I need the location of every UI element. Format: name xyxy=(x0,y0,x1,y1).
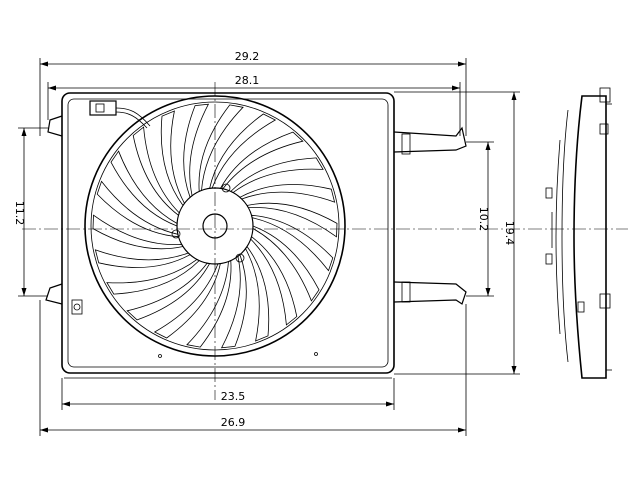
fan-blade xyxy=(252,225,320,302)
fan-blade xyxy=(239,184,336,203)
fan-blade xyxy=(186,260,232,348)
fan-blade xyxy=(160,110,185,207)
fan-blades xyxy=(92,103,338,349)
fan-blade xyxy=(110,150,178,227)
fan-blade xyxy=(198,104,244,192)
left-upper-tab xyxy=(47,115,63,137)
fan-blade xyxy=(132,126,180,216)
dim-bracket-height: 10.2 xyxy=(477,207,490,232)
fan-blade xyxy=(183,103,210,198)
fan-blade xyxy=(245,245,270,342)
side-shroud xyxy=(573,95,607,379)
fan-blade xyxy=(153,263,221,339)
fan-blade xyxy=(250,214,334,272)
dim-frame-width: 28.1 xyxy=(235,74,260,87)
dim-bottom-width: 23.5 xyxy=(221,390,246,403)
wire-harness xyxy=(115,107,151,127)
shroud-frame-outer xyxy=(61,92,395,374)
connector-plug xyxy=(89,100,117,116)
fan-blade xyxy=(230,157,324,194)
dim-left-height: 11.2 xyxy=(13,201,26,226)
left-lower-tab xyxy=(45,283,63,305)
side-view xyxy=(545,87,612,379)
fan-blade xyxy=(250,236,298,326)
fan-blade xyxy=(94,249,191,268)
right-upper-bracket xyxy=(393,126,467,153)
fan-blade xyxy=(219,131,304,190)
fan-blade xyxy=(92,214,184,250)
dim-overall-height: 19.4 xyxy=(503,221,516,246)
shroud-frame-inner xyxy=(67,98,389,368)
fan-blade xyxy=(220,254,247,349)
fan-blade xyxy=(209,113,277,189)
right-lower-bracket xyxy=(393,281,467,305)
fan-blade xyxy=(126,262,211,321)
fan-blade xyxy=(96,180,180,238)
fan-blade xyxy=(246,202,338,238)
dim-overall-width: 29.2 xyxy=(235,50,260,63)
dimension-lines xyxy=(18,58,520,436)
front-view xyxy=(45,92,467,379)
fan-blade xyxy=(106,258,200,295)
dim-base-width: 26.9 xyxy=(221,416,246,429)
